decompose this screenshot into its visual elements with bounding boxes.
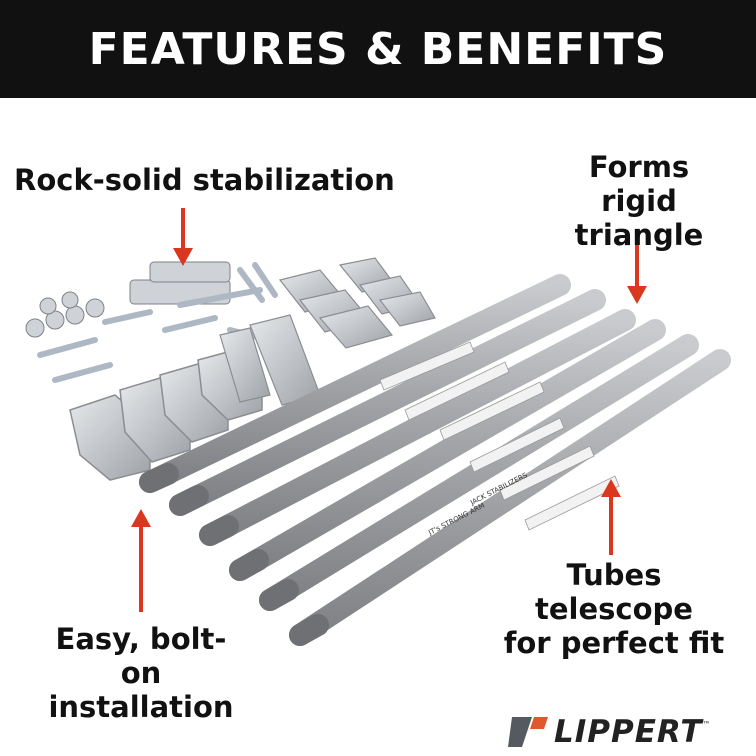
brand-trademark: ™ [702, 720, 711, 729]
header-banner: FEATURES & BENEFITS [0, 0, 756, 98]
tube-label-product: JACK STABILIZERS [468, 471, 529, 507]
callout-triangle-line2: triangle [574, 218, 704, 252]
arrow-install [131, 509, 151, 612]
callout-triangle: Forms rigid triangle [552, 150, 726, 252]
arrow-triangle [627, 230, 647, 304]
lippert-logo: LIPPERT ™ [508, 712, 744, 752]
callout-install-line2: installation [48, 690, 234, 724]
brand-name: LIPPERT [554, 714, 703, 750]
callout-telescope-line2: for perfect fit [503, 626, 725, 660]
callout-telescope-line1: Tubes telescope [535, 558, 693, 626]
stabilizer-tubes [139, 274, 731, 646]
arrow-telescope [601, 479, 621, 555]
callout-telescope: Tubes telescope for perfect fit [494, 558, 734, 660]
callout-install: Easy, bolt-on installation [46, 622, 236, 724]
callout-stabilization: Rock-solid stabilization [14, 163, 395, 197]
callout-install-line1: Easy, bolt-on [55, 622, 227, 690]
callout-stabilization-text: Rock-solid stabilization [14, 163, 395, 197]
banner-title: FEATURES & BENEFITS [88, 23, 668, 75]
hardware-pile [25, 257, 436, 406]
lippert-mark-icon [508, 717, 548, 747]
arrow-stabilization [173, 208, 193, 266]
callout-triangle-line1: Forms rigid [588, 150, 690, 218]
tube-label-brand: JT's STRONG ARM [426, 502, 486, 538]
